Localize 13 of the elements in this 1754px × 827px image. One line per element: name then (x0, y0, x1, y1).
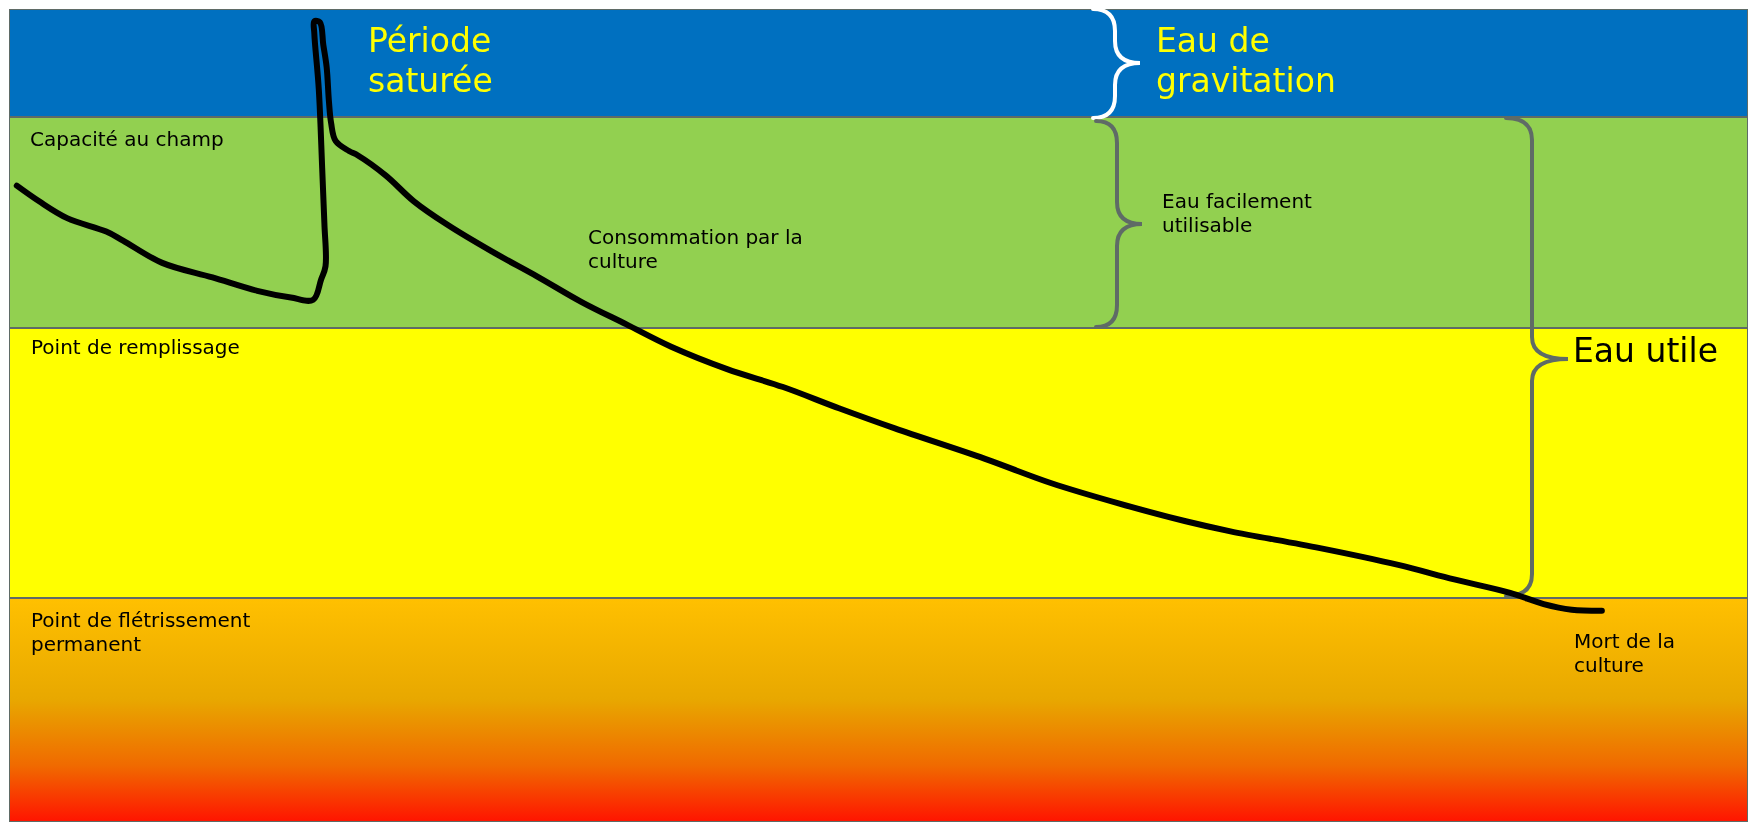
level-label: Point de remplissage (31, 335, 241, 359)
level-label: Point de flétrissement permanent (31, 608, 252, 656)
zone-label: Eau utile (1573, 331, 1719, 371)
level-label: Capacité au champ (30, 127, 225, 151)
refill-band (9, 328, 1748, 598)
saturation-band (9, 9, 1748, 117)
zone-label: Eau facilement utilisable (1162, 189, 1313, 237)
zone-label: Consommation par la culture (588, 225, 804, 273)
field-capacity-band (9, 117, 1748, 328)
level-label: Période saturée (368, 21, 494, 101)
zone-label: Eau de gravitation (1156, 21, 1337, 101)
wilting-band (9, 598, 1748, 822)
zone-label: Mort de la culture (1574, 629, 1677, 677)
